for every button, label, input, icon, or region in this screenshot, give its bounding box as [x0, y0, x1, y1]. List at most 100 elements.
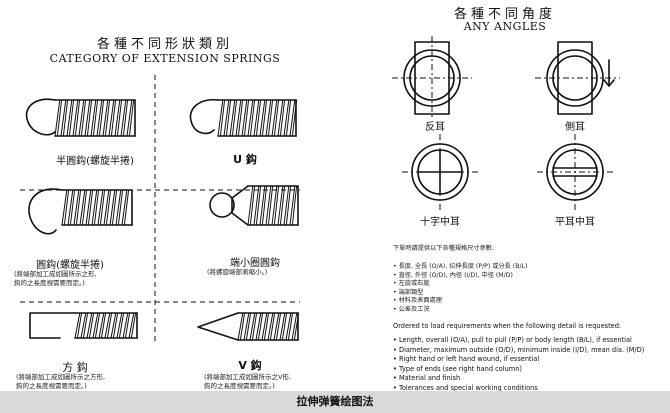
round-hook-note: (將端部加工成如圖所示之形, 鈎的之長度視需要而定。) [14, 270, 164, 288]
v-hook-spring-coil [239, 312, 246, 341]
square-hook-spring-coil [118, 312, 125, 339]
u-hook-spring-coil [279, 99, 286, 137]
left-title-cn: 各種不同形狀類別 [96, 37, 233, 52]
small-loop-spring-coil [253, 185, 260, 226]
side-ear-outer [546, 49, 604, 107]
square-hook-note-line: (將端部加工成如圖所示之方形, [16, 373, 106, 381]
square-hook-spring-coil [112, 312, 119, 339]
round-hook-spring-coil [91, 189, 98, 226]
square-hook-spring-coil [82, 312, 89, 339]
round-hook-spring-coil [109, 189, 116, 226]
v-hook-note-line: 鈎的之長度視需要而定。) [204, 382, 275, 390]
half-loop-spring-coil [114, 99, 121, 137]
v-hook-spring-coil [257, 312, 264, 341]
small-loop-spring-coil [277, 185, 284, 226]
u-hook-spring-coil [241, 99, 248, 137]
spring-drawings [20, 36, 620, 345]
v-hook [197, 312, 239, 341]
right-title-en: ANY ANGLES [463, 20, 547, 33]
v-hook-spring-coil [281, 312, 288, 341]
round-hook-spring-coil [75, 189, 82, 226]
round-hook-spring-coil [99, 189, 106, 226]
v-hook-spring-coil [249, 312, 256, 341]
u-hook-spring-coil [223, 99, 230, 137]
half-loop-spring-coil [108, 99, 115, 137]
u-hook-spring-coil [235, 99, 242, 137]
v-hook-spring-coil [267, 312, 274, 341]
u-hook-spring-coil [283, 99, 290, 137]
round-hook-loop [28, 188, 63, 235]
round-hook-spring-coil [69, 189, 76, 226]
half-loop-spring-coil [74, 99, 81, 137]
half-loop-spring-coil [60, 99, 67, 137]
small-loop-hook-note-line: (將螺旋端部漸縮小。) [207, 268, 268, 276]
side-ear-arrowhead [603, 79, 615, 87]
v-hook-spring-coil [261, 312, 268, 341]
half-loop-spring-coil [96, 99, 103, 137]
u-hook-spring-coil [265, 99, 272, 137]
u-hook-spring-coil [259, 99, 266, 137]
u-hook-loop [189, 99, 219, 135]
square-hook-spring-coil [88, 312, 95, 339]
round-hook-spring-coil [93, 189, 100, 226]
req-heading-en: Ordered to load requirements when the fo… [393, 322, 622, 330]
v-hook-spring-coil [255, 312, 262, 341]
u-hook-spring-coil [285, 99, 292, 137]
flat-center-ear-label: 平耳中耳 [555, 217, 595, 228]
v-hook-spring-coil [237, 312, 244, 341]
req-item-cn: • 材料及表面處理 [393, 297, 442, 305]
square-hook-spring-coil [74, 312, 81, 339]
footer-bar: 拉伸弹簧绘图法 [0, 391, 670, 413]
half-loop-spring-coil [92, 99, 99, 137]
round-hook-spring-coil [87, 189, 94, 226]
side-ear-label: 側耳 [565, 122, 585, 133]
small-loop-spring-coil [249, 185, 256, 226]
v-hook-label: V 鈎 [238, 359, 262, 372]
round-hook-note-line: (將端部加工成如圖所示之形, [14, 270, 97, 278]
square-hook-spring-coil [104, 312, 111, 339]
square-hook-label: 方 鈎 [62, 361, 88, 374]
square-hook-spring-coil [116, 312, 123, 339]
v-hook-spring-coil [275, 312, 282, 341]
small-loop-spring-coil [289, 185, 296, 226]
round-hook-spring-coil [117, 189, 124, 226]
u-hook-spring-coil [247, 99, 254, 137]
small-loop-spring-coil [247, 185, 254, 226]
round-hook-label: 圓鈎(螺旋半捲) [36, 260, 104, 271]
round-hook-spring-coil [81, 189, 88, 226]
small-loop-spring-coil [267, 185, 274, 226]
small-loop-spring-coil [259, 185, 266, 226]
square-hook-spring-coil [98, 312, 105, 339]
u-hook-spring-coil [225, 99, 232, 137]
req-item-cn: • 直徑, 外徑 (O/D), 內徑 (I/D), 中徑 (M/D) [393, 271, 513, 279]
square-hook-spring-coil [128, 312, 135, 339]
v-hook-note: (將端部加工成如圖所示之V形, 鈎的之長度視需要而定。) [204, 373, 344, 391]
req-item-cn: • 左旋或右旋 [393, 280, 430, 288]
small-loop-spring-coil [283, 185, 290, 226]
square-hook-spring-coil [130, 312, 137, 339]
req-item-en: • Right hand or left hand wound, if esse… [393, 355, 540, 364]
half-loop-spring-coil [120, 99, 127, 137]
taper-cone [231, 185, 249, 226]
small-loop-spring-coil [279, 185, 286, 226]
u-hook-spring-coil [273, 99, 280, 137]
half-loop-spring-coil [66, 99, 73, 137]
v-hook-spring-coil [251, 312, 258, 341]
round-hook-spring-coil [67, 189, 74, 226]
req-heading-cn: 下單時請提供以下各種規格尺寸參數: [393, 245, 495, 252]
square-hook-spring-coil [86, 312, 93, 339]
half-loop-spring-coil [86, 99, 93, 137]
round-hook-spring-coil [123, 189, 130, 226]
v-hook-spring-coil [285, 312, 292, 341]
half-loop-spring-coil [78, 99, 85, 137]
square-hook-spring-coil [94, 312, 101, 339]
half-loop-spring-coil [80, 99, 87, 137]
square-hook-spring-coil [100, 312, 107, 339]
u-hook-spring-coil [291, 99, 298, 137]
round-hook-spring-coil [105, 189, 112, 226]
req-item-en: • Tolerances and special working conditi… [393, 383, 538, 392]
u-hook-spring-coil [277, 99, 284, 137]
square-hook-spring-coil [124, 312, 131, 339]
small-loop-hook-note: (將螺旋端部漸縮小。) [207, 268, 327, 277]
v-hook-spring-coil [291, 312, 298, 341]
